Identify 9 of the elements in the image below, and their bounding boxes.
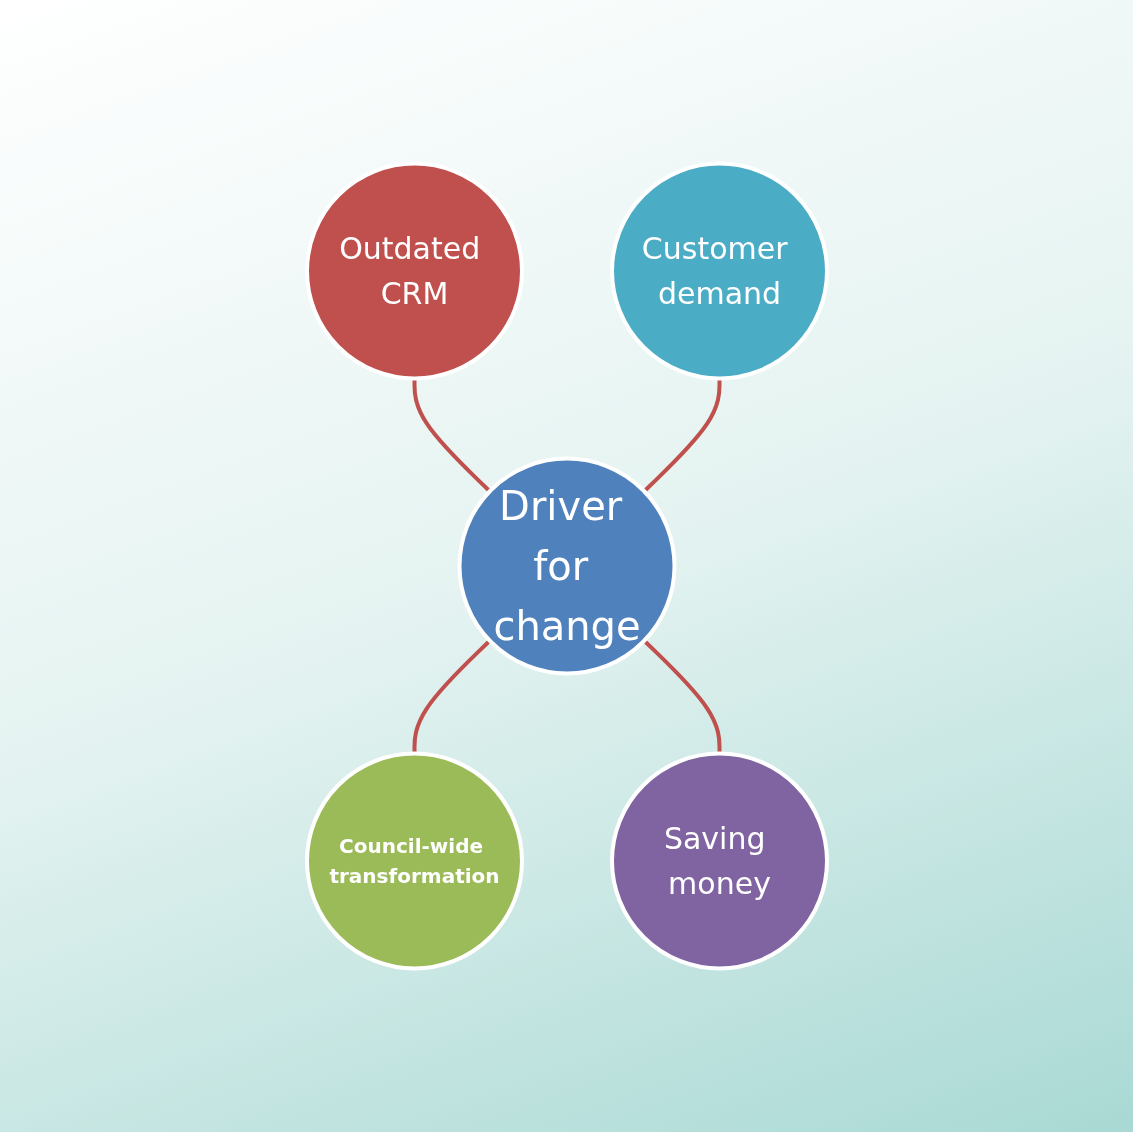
node-circle: Driver for change: [457, 456, 676, 676]
node-circle: Saving money: [609, 751, 829, 971]
node-circle: Customer demand: [609, 161, 829, 381]
node-circle: Council-wide transformation: [304, 751, 524, 971]
connector: [412, 639, 491, 754]
connector: [642, 378, 721, 493]
connector: [642, 639, 721, 754]
node-circle: Outdated CRM: [304, 161, 524, 381]
connector: [412, 378, 491, 493]
